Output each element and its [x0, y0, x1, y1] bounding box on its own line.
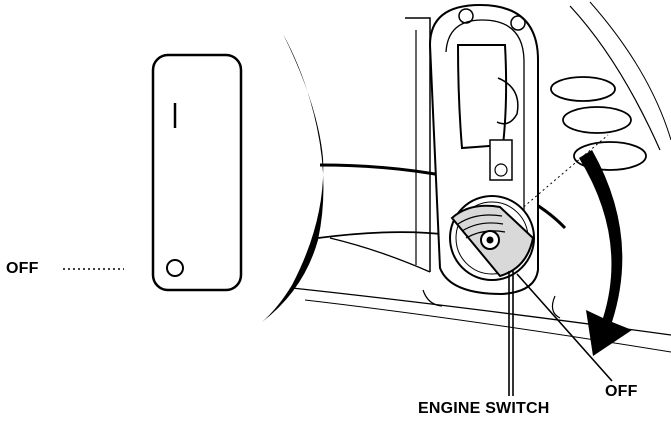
off-label-left: OFF [6, 260, 39, 277]
off-position-mark [166, 259, 184, 277]
fuel-vent-ovals [550, 76, 647, 171]
engine-switch-leader [508, 271, 514, 396]
switch-panel-outline [151, 53, 243, 292]
generator-body [291, 1, 671, 353]
engine-switch-knob[interactable] [449, 195, 535, 281]
outlet-cover [456, 44, 508, 150]
off-leader-line-right [516, 273, 613, 382]
rotate-to-off-arrow [579, 150, 632, 356]
magnify-bracket [262, 34, 324, 322]
vent-reference-line [519, 134, 609, 211]
switch-panel-closeup [151, 53, 243, 292]
engine-switch-label: ENGINE SWITCH [418, 400, 550, 417]
off-label-right: OFF [605, 383, 638, 400]
